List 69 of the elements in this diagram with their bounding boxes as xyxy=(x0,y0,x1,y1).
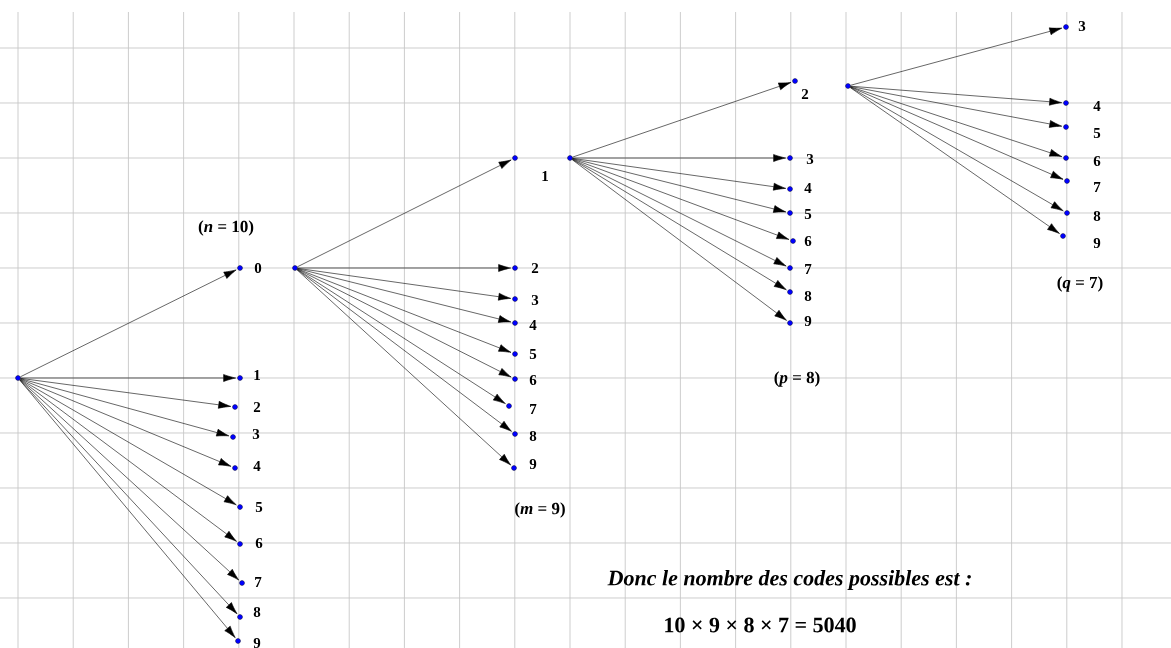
arrow xyxy=(572,82,792,158)
arrow xyxy=(19,379,240,581)
digit-label: 8 xyxy=(804,290,812,302)
formula-label: (m = 9) xyxy=(515,502,565,518)
arrow xyxy=(20,269,237,378)
arrow xyxy=(297,159,512,268)
digit-label: 1 xyxy=(542,171,548,181)
digit-label: 7 xyxy=(805,264,812,274)
digit-label: 7 xyxy=(255,577,262,587)
digit-label: 0 xyxy=(254,262,262,274)
arrow xyxy=(850,86,1063,128)
digit-label: 1 xyxy=(254,370,260,380)
digit-label: 9 xyxy=(253,637,261,648)
digit-label: 3 xyxy=(252,428,260,440)
digit-label: 5 xyxy=(529,349,537,359)
digit-label: 2 xyxy=(531,263,539,273)
digit-label: 5 xyxy=(804,209,812,219)
arrow xyxy=(850,87,1064,212)
digit-label: 8 xyxy=(1093,210,1101,222)
arrow xyxy=(297,268,512,323)
arrow xyxy=(297,268,512,353)
digit-label: 4 xyxy=(804,183,812,193)
formula-label: (p = 8) xyxy=(774,371,820,387)
arrow xyxy=(297,264,511,272)
arrow xyxy=(20,374,236,382)
conclusion-text: Donc le nombre des codes possibles est : xyxy=(607,570,971,590)
digit-label: 9 xyxy=(804,315,812,327)
arrow xyxy=(20,378,232,409)
digit-label: 4 xyxy=(253,461,261,471)
digit-label: 4 xyxy=(529,320,537,330)
arrow xyxy=(572,159,787,291)
arrow xyxy=(572,158,787,213)
digit-label: 5 xyxy=(1093,128,1101,138)
formula-label: (q = 7) xyxy=(1057,276,1103,292)
arrow xyxy=(572,158,787,191)
digit-label: 3 xyxy=(531,294,539,306)
digit-label: 7 xyxy=(530,404,537,414)
digit-label: 6 xyxy=(529,374,537,386)
digit-label: 6 xyxy=(255,537,263,549)
arrow xyxy=(572,154,786,162)
digit-label: 9 xyxy=(1093,237,1101,249)
digit-label: 8 xyxy=(529,430,537,442)
digit-label: 8 xyxy=(253,606,261,618)
arrow xyxy=(297,268,512,301)
arrow xyxy=(296,269,512,466)
arrow xyxy=(850,86,1063,157)
digit-label: 9 xyxy=(529,458,537,470)
arrow xyxy=(572,158,787,267)
arrow xyxy=(297,268,512,378)
arrow xyxy=(20,378,232,467)
arrow xyxy=(20,379,237,506)
arrow xyxy=(849,87,1060,234)
digit-label: 2 xyxy=(253,402,261,412)
arrow xyxy=(571,159,787,321)
digit-label: 5 xyxy=(255,502,263,512)
digit-label: 6 xyxy=(1093,155,1101,167)
arrow xyxy=(572,158,790,240)
digit-label: 7 xyxy=(1094,182,1101,192)
arrow xyxy=(20,378,230,437)
product-formula: 10 × 9 × 8 × 7 = 5040 xyxy=(665,617,856,633)
arrow xyxy=(850,27,1063,86)
digit-label: 3 xyxy=(1078,20,1086,32)
digit-label: 6 xyxy=(804,235,812,247)
digit-label: 3 xyxy=(806,153,814,165)
formula-label: (n = 10) xyxy=(198,220,254,236)
arrow xyxy=(296,269,506,404)
arrow xyxy=(850,86,1064,180)
digit-label: 2 xyxy=(801,89,809,99)
digit-label: 4 xyxy=(1093,101,1101,111)
